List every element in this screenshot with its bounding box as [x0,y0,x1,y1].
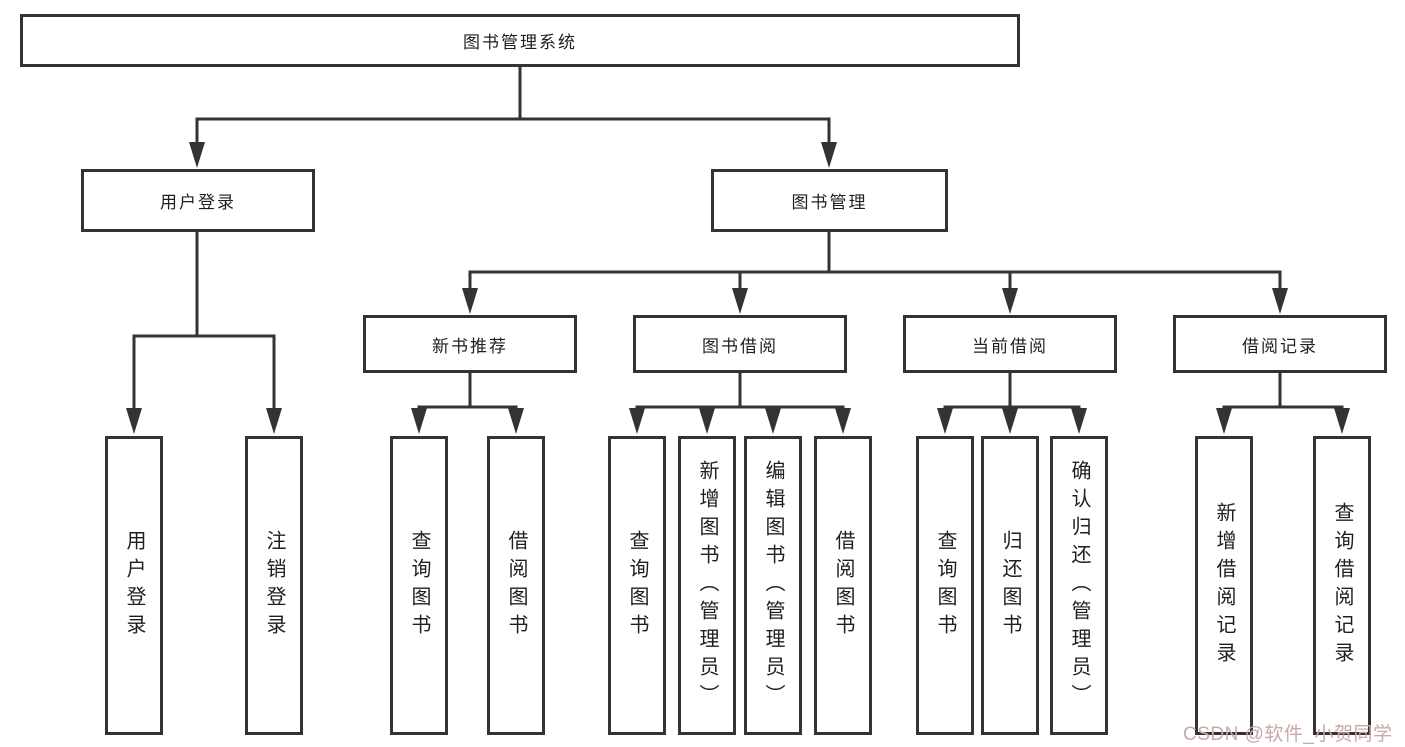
node-add-borrow-record: 新增借阅记录 [1195,436,1253,735]
edge-book-management-to-level3 [462,231,1288,314]
node-search-books-recommend: 查询图书 [390,436,448,735]
node-user-login: 用户登录 [81,169,315,232]
edge-borrowing-records-to-children [1216,372,1350,434]
node-label: 图书管理 [791,193,868,212]
node-add-books-admin: 新增图书（管理员） [678,436,736,735]
node-current-borrowing: 当前借阅 [903,315,1117,373]
node-label: 新书推荐 [432,336,508,356]
node-search-books-current: 查询图书 [916,436,974,735]
node-logout-action: 注销登录 [245,436,303,735]
node-confirm-return-admin: 确认归还（管理员） [1050,436,1108,735]
node-book-borrowing: 图书借阅 [633,315,847,373]
node-borrow-books-borrow: 借阅图书 [814,436,872,735]
edge-book-borrowing-to-children [629,372,851,434]
node-borrow-books-recommend: 借阅图书 [487,436,545,735]
edge-root-to-level2 [189,66,837,168]
csdn-watermark: CSDN @软件_小贺同学 [1183,724,1393,745]
node-borrowing-records: 借阅记录 [1173,315,1387,373]
node-label: 借阅图书 [505,529,527,642]
node-edit-books-admin: 编辑图书（管理员） [744,436,802,735]
node-label: 查询借阅记录 [1331,501,1353,670]
node-root-system: 图书管理系统 [20,14,1020,67]
edge-user-login-to-children [126,231,282,434]
node-label: 图书管理系统 [463,33,577,52]
node-search-books-borrow: 查询图书 [608,436,666,735]
node-label: 借阅记录 [1242,336,1318,356]
node-label: 查询图书 [626,529,648,642]
node-book-management: 图书管理 [711,169,948,232]
node-label: 新增借阅记录 [1213,501,1235,670]
node-label: 查询图书 [408,529,430,642]
node-return-books: 归还图书 [981,436,1039,735]
node-new-book-recommend: 新书推荐 [363,315,577,373]
node-label: 用户登录 [123,529,145,642]
node-label: 图书借阅 [702,336,778,356]
node-label: 编辑图书（管理员） [762,459,784,712]
node-label: 注销登录 [263,529,285,642]
node-label: 用户登录 [160,193,236,212]
node-label: 新增图书（管理员） [696,459,718,712]
edge-new-book-recommend-to-children [411,372,524,434]
node-search-borrow-record: 查询借阅记录 [1313,436,1371,735]
node-label: 归还图书 [999,529,1021,642]
edge-current-borrowing-to-children [937,372,1087,434]
node-user-login-action: 用户登录 [105,436,163,735]
node-label: 确认归还（管理员） [1068,459,1090,712]
node-label: 当前借阅 [972,336,1048,356]
node-label: 查询图书 [934,529,956,642]
node-label: 借阅图书 [832,529,854,642]
